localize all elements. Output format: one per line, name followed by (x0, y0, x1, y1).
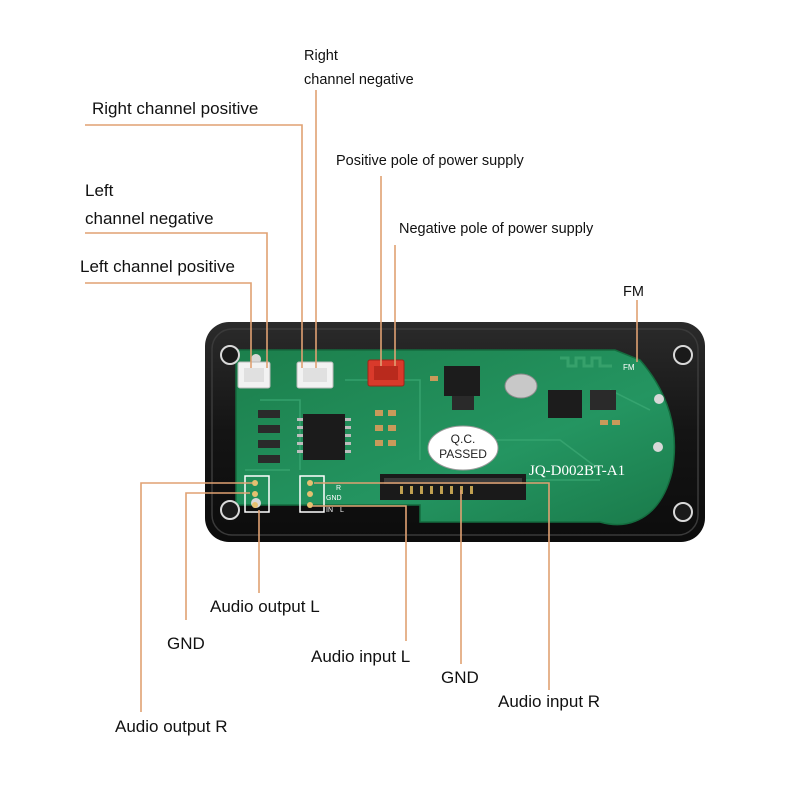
label-right-channel-negative-line1: Right (304, 48, 338, 64)
small-components (258, 366, 620, 463)
leader-gnd-1 (185, 492, 250, 620)
qc-sticker: Q.C. PASSED (427, 425, 499, 471)
silk-in-labels: GND R IN L (326, 485, 344, 514)
label-left-channel-negative-line2: channel negative (85, 209, 214, 229)
svg-text:R: R (336, 485, 341, 492)
crystal (504, 373, 538, 399)
leader-audio-output-r (140, 482, 252, 712)
label-gnd-1: GND (167, 634, 205, 653)
leader-left-positive (85, 282, 252, 368)
label-left-channel-negative-line1: Left (85, 181, 114, 200)
label-power-negative: Negative pole of power supply (399, 221, 594, 237)
silk-fm: FM (623, 363, 635, 372)
svg-text:GND: GND (326, 495, 342, 502)
connector-left (237, 361, 271, 389)
connector-right (296, 361, 334, 389)
output-header (244, 475, 270, 513)
label-audio-input-r: Audio input R (498, 692, 601, 711)
input-header (299, 475, 325, 513)
leader-left-negative (85, 232, 268, 368)
label-audio-output-r: Audio output R (115, 717, 228, 736)
label-left-channel-positive: Left channel positive (80, 257, 235, 276)
leader-audio-input-l (312, 505, 407, 641)
leader-lines (85, 90, 638, 712)
label-audio-input-l: Audio input L (311, 647, 411, 666)
label-power-positive: Positive pole of power supply (336, 153, 524, 169)
leader-audio-input-r (314, 482, 550, 690)
label-gnd-2: GND (441, 668, 479, 687)
label-fm: FM (623, 284, 644, 300)
leader-right-positive (85, 124, 303, 368)
connector-power (367, 359, 405, 387)
antenna-trace (560, 356, 612, 368)
label-right-channel-positive: Right channel positive (92, 99, 259, 118)
label-right-channel-negative: Right channel negative (304, 48, 414, 90)
label-right-channel-negative-line2: channel negative (304, 72, 414, 89)
sd-card-slot (380, 474, 526, 500)
svg-text:L: L (340, 507, 344, 514)
label-audio-output-l: Audio output L (210, 597, 320, 616)
model-marking: JQ-D002BT-A1 (529, 463, 625, 479)
svg-text:PASSED: PASSED (439, 447, 487, 461)
svg-text:IN: IN (326, 507, 333, 514)
amplifier-chip (297, 414, 351, 460)
label-left-channel-negative: Left channel negative (85, 181, 214, 230)
svg-text:Q.C.: Q.C. (451, 432, 476, 446)
